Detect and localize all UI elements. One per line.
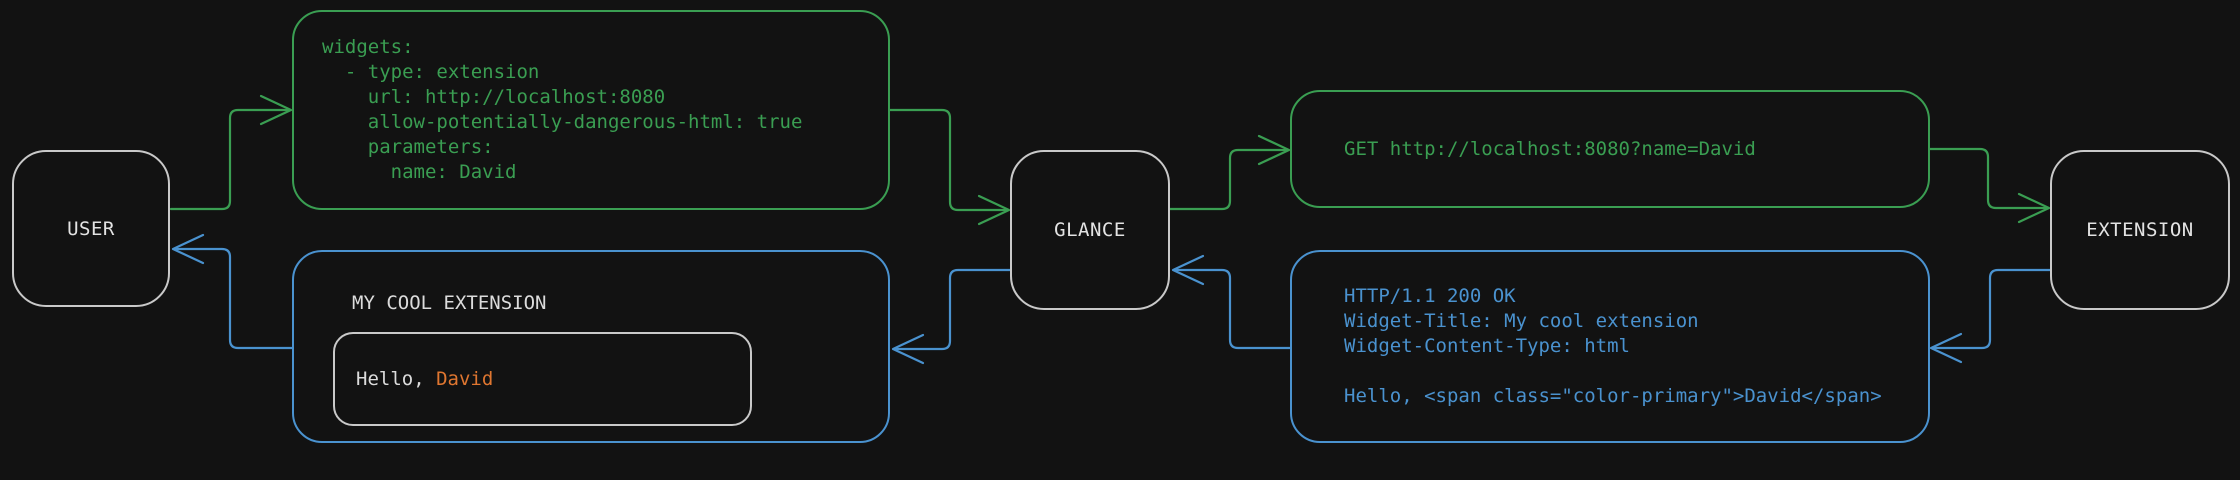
glance-node: GLANCE	[1010, 150, 1170, 310]
widget-preview-box: MY COOL EXTENSION Hello, David	[292, 250, 890, 443]
user-node-label: USER	[67, 217, 115, 240]
edge-response-to-glance	[1171, 254, 1292, 350]
config-yaml-box: widgets: - type: extension url: http://l…	[292, 10, 890, 210]
extension-node-label: EXTENSION	[2086, 219, 2194, 241]
http-response-box: HTTP/1.1 200 OK Widget-Title: My cool ex…	[1290, 250, 1930, 443]
greeting-prefix: Hello,	[356, 368, 437, 390]
extension-node: EXTENSION	[2050, 150, 2230, 310]
glance-node-label: GLANCE	[1054, 219, 1126, 241]
http-response-code: HTTP/1.1 200 OK Widget-Title: My cool ex…	[1344, 285, 1882, 407]
edge-glance-to-widget	[891, 268, 1012, 365]
edge-config-to-glance	[888, 108, 1011, 226]
edge-request-to-extension	[1928, 147, 2051, 224]
widget-greeting-card: Hello, David	[333, 332, 752, 426]
edge-glance-to-request	[1168, 134, 1291, 211]
http-request-box: GET http://localhost:8080?name=David	[1290, 90, 1930, 208]
edge-user-to-config	[169, 94, 293, 211]
user-node: USER	[12, 150, 170, 307]
edge-extension-to-response	[1929, 268, 2052, 364]
edge-widget-to-user	[171, 233, 294, 350]
greeting-name: David	[436, 368, 494, 390]
http-request-text: GET http://localhost:8080?name=David	[1344, 137, 1756, 160]
widget-title: MY COOL EXTENSION	[352, 292, 547, 314]
config-yaml-code: widgets: - type: extension url: http://l…	[322, 36, 803, 183]
